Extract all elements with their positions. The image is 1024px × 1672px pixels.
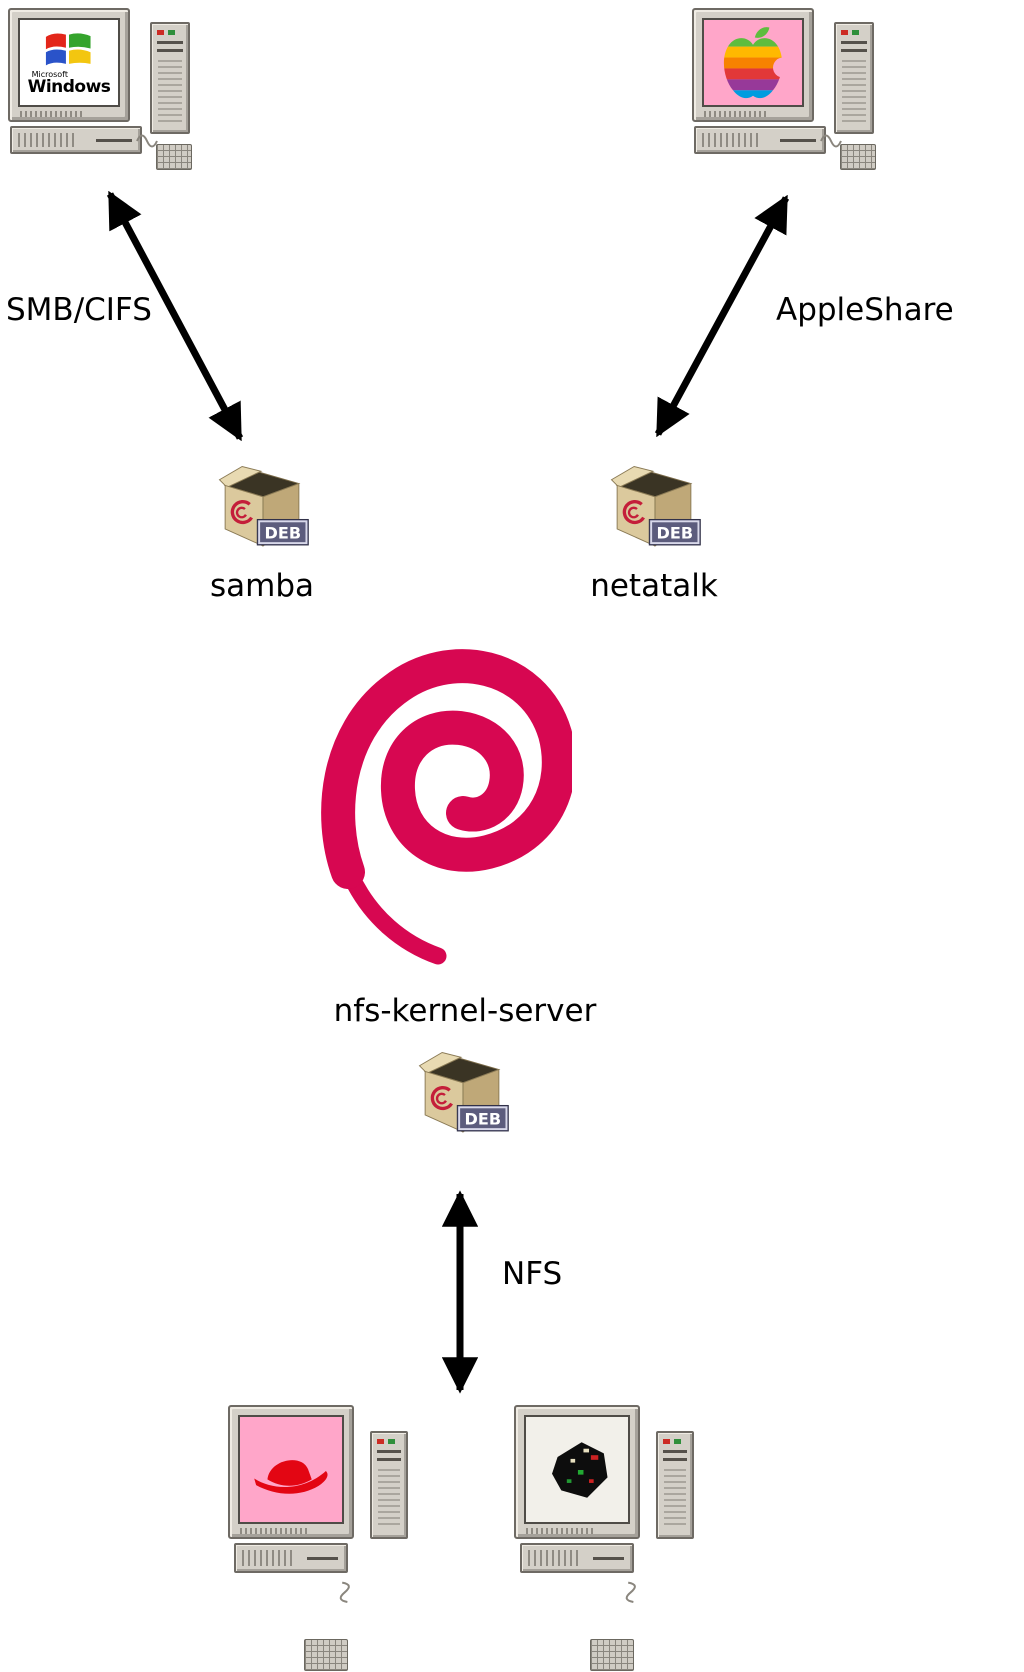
windows-keyboard bbox=[156, 144, 192, 170]
monitor-vents bbox=[526, 1528, 594, 1534]
windows-logo: Microsoft Windows bbox=[28, 30, 111, 96]
mac-keyboard bbox=[840, 144, 876, 170]
power-led bbox=[377, 1439, 384, 1444]
deb-badge: DEB bbox=[256, 518, 309, 546]
appleshare-arrow bbox=[654, 194, 790, 438]
monitor-vents bbox=[20, 111, 85, 117]
redhat-monitor bbox=[228, 1405, 354, 1539]
unix-case bbox=[520, 1543, 634, 1573]
unix-daemon-icon bbox=[552, 1441, 608, 1498]
svg-text:DEB: DEB bbox=[465, 1109, 502, 1128]
redhat-screen bbox=[238, 1415, 344, 1524]
netatalk-package-label: netatalk bbox=[590, 568, 718, 604]
mac-case bbox=[694, 126, 826, 154]
unix-monitor bbox=[514, 1405, 640, 1539]
samba-package-label: samba bbox=[209, 568, 315, 604]
redhat-case bbox=[234, 1543, 348, 1573]
keyboard-cable bbox=[625, 1581, 636, 1603]
appleshare-protocol-label: AppleShare bbox=[776, 292, 954, 328]
mac-monitor bbox=[692, 8, 814, 122]
power-led bbox=[663, 1439, 670, 1444]
svg-text:DEB: DEB bbox=[657, 523, 694, 542]
nfs-protocol-label: NFS bbox=[502, 1256, 563, 1292]
redhat-keyboard bbox=[304, 1639, 348, 1671]
unix-screen bbox=[524, 1415, 630, 1524]
keyboard-cable bbox=[820, 134, 842, 148]
redhat-tower bbox=[370, 1431, 408, 1539]
mac-screen bbox=[702, 18, 804, 107]
windows-screen: Microsoft Windows bbox=[18, 18, 120, 107]
microsoft-label: Microsoft bbox=[31, 69, 68, 79]
unix-computer bbox=[514, 1405, 714, 1672]
apple-rainbow-icon bbox=[723, 26, 790, 98]
samba-deb-package-icon: DEB bbox=[218, 466, 309, 547]
windows-case bbox=[10, 126, 142, 154]
mac-computer bbox=[692, 8, 882, 176]
monitor-vents bbox=[704, 111, 769, 117]
red-hat-icon bbox=[254, 1459, 328, 1494]
smb-protocol-label: SMB/CIFS bbox=[6, 292, 152, 328]
mac-tower bbox=[834, 22, 874, 134]
power-led bbox=[157, 30, 164, 35]
unix-tower bbox=[656, 1431, 694, 1539]
debian-swirl-logo bbox=[321, 649, 572, 965]
windows-label: Windows bbox=[27, 76, 111, 97]
unix-keyboard bbox=[590, 1639, 634, 1671]
power-led bbox=[841, 30, 848, 35]
nfs-deb-package-icon: DEB bbox=[418, 1052, 509, 1133]
windows-computer: Microsoft Windows bbox=[8, 8, 198, 176]
deb-badge: DEB bbox=[648, 518, 701, 546]
nfs-arrow bbox=[441, 1190, 479, 1394]
svg-text:DEB: DEB bbox=[265, 523, 302, 542]
netatalk-deb-package-icon: DEB bbox=[610, 466, 701, 547]
windows-monitor: Microsoft Windows bbox=[8, 8, 130, 122]
windows-flag-icon bbox=[45, 32, 91, 65]
monitor-vents bbox=[240, 1528, 308, 1534]
windows-tower bbox=[150, 22, 190, 134]
smb-arrow bbox=[106, 190, 244, 442]
nfs-kernel-server-package-label: nfs-kernel-server bbox=[333, 993, 597, 1029]
deb-badge: DEB bbox=[456, 1104, 509, 1132]
redhat-computer bbox=[228, 1405, 428, 1672]
keyboard-cable bbox=[339, 1581, 350, 1603]
keyboard-cable bbox=[136, 134, 158, 148]
